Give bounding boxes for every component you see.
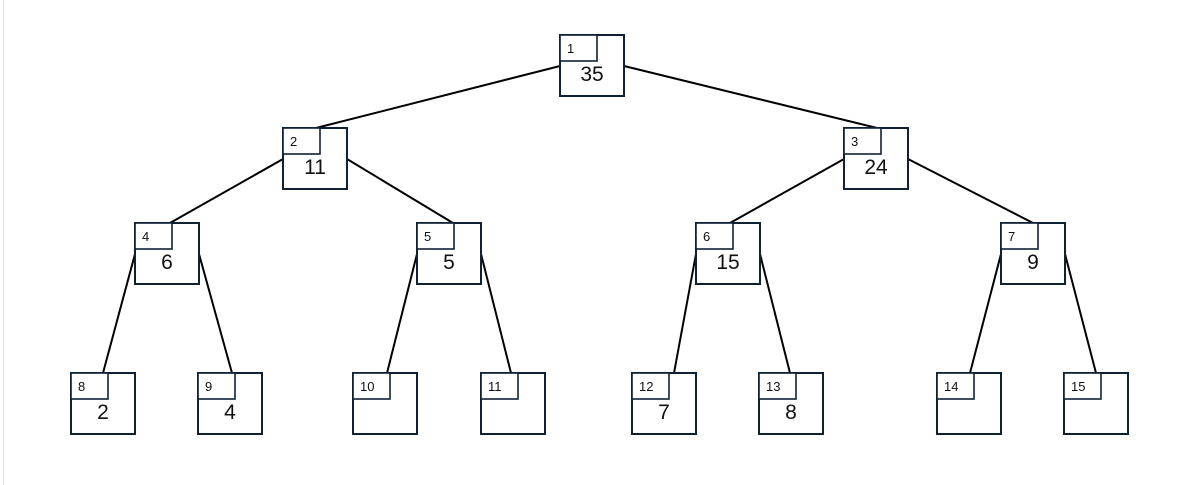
edge-6-13	[759, 253, 791, 374]
tree-edges	[102, 65, 1097, 374]
edge-2-4	[169, 158, 284, 224]
node-index-label: 1	[567, 41, 574, 56]
node-index-box	[695, 222, 734, 250]
node-14: 14	[936, 372, 1002, 435]
node-index-label: 8	[78, 379, 85, 394]
node-index-box	[480, 372, 519, 400]
node-index-label: 14	[944, 379, 958, 394]
node-5: 55	[416, 222, 482, 285]
node-index-box	[631, 372, 670, 400]
node-index-box	[197, 372, 236, 400]
node-value-label: 9	[1027, 251, 1039, 274]
node-12: 12 7	[631, 372, 697, 435]
node-index-label: 6	[703, 229, 710, 244]
node-value-label: 5	[443, 251, 455, 274]
edge-5-10	[386, 253, 418, 374]
edge-3-7	[907, 158, 1034, 224]
node-index-label: 15	[1071, 379, 1085, 394]
node-value-label: 4	[224, 401, 236, 424]
edge-4-8	[102, 253, 136, 374]
node-13: 13 8	[758, 372, 824, 435]
node-index-box	[134, 222, 173, 250]
node-index-box	[843, 127, 882, 155]
node-1: 1 35	[559, 34, 625, 97]
node-index-box	[282, 127, 321, 155]
edge-3-6	[729, 158, 845, 224]
node-value-label: 6	[161, 251, 173, 274]
node-value-label: 24	[864, 156, 888, 179]
node-7: 79	[1000, 222, 1066, 285]
edge-1-2	[315, 65, 561, 129]
node-10: 10	[352, 372, 418, 435]
node-6: 6 15	[695, 222, 761, 285]
node-value-label: 15	[716, 251, 739, 274]
node-index-box	[352, 372, 391, 400]
node-9: 94	[197, 372, 263, 435]
node-index-box	[758, 372, 797, 400]
node-4: 46	[134, 222, 200, 285]
node-index-label: 4	[142, 229, 149, 244]
node-index-label: 13	[766, 379, 780, 394]
edge-7-14	[969, 253, 1002, 374]
left-border	[3, 0, 4, 485]
edge-6-12	[673, 253, 697, 374]
node-index-label: 5	[424, 229, 431, 244]
node-index-label: 9	[205, 379, 212, 394]
node-15: 15	[1063, 372, 1129, 435]
node-value-label: 11	[304, 156, 326, 179]
edge-2-5	[346, 158, 454, 224]
node-index-box	[416, 222, 455, 250]
node-11: 11	[480, 372, 546, 435]
edge-1-3	[623, 65, 878, 129]
node-index-label: 7	[1008, 229, 1015, 244]
node-value-label: 2	[97, 401, 109, 424]
edge-5-11	[480, 253, 512, 374]
node-index-label: 12	[639, 379, 653, 394]
node-2: 2 11	[282, 127, 348, 190]
node-index-box	[1063, 372, 1102, 400]
node-value-label: 35	[580, 63, 603, 86]
node-3: 3 24	[843, 127, 909, 190]
node-index-label: 2	[290, 134, 297, 149]
node-index-box	[70, 372, 109, 400]
node-8: 82	[70, 372, 136, 435]
edge-4-9	[198, 253, 233, 374]
node-index-box	[1000, 222, 1039, 250]
node-index-box	[936, 372, 975, 400]
node-index-label: 10	[360, 379, 374, 394]
node-value-label: 7	[658, 401, 670, 424]
edge-7-15	[1064, 253, 1097, 374]
node-value-label: 8	[785, 401, 797, 424]
node-index-label: 3	[851, 134, 858, 149]
node-index-label: 11	[488, 379, 502, 394]
node-index-box	[559, 34, 598, 62]
